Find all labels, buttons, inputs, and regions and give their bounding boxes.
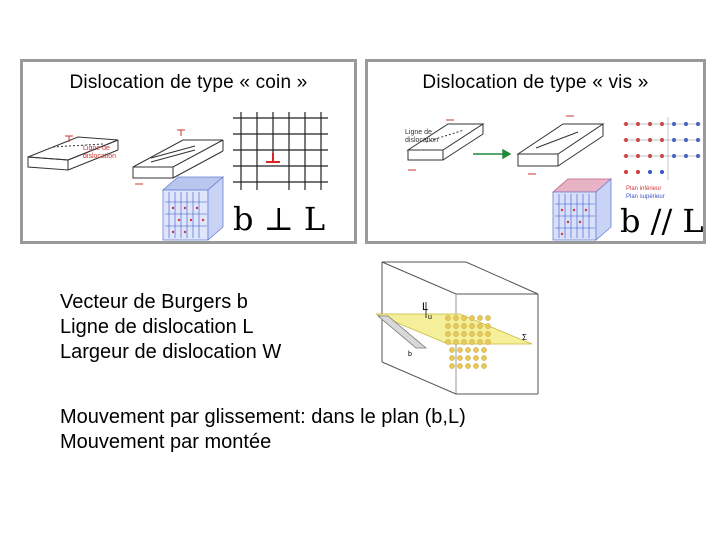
screw-sketches: Ligne de dislocation xyxy=(405,115,701,241)
slip-plane xyxy=(375,313,533,345)
screw-block-sketch-1 xyxy=(406,119,485,171)
edge-relation: b ⊥ L xyxy=(233,200,326,238)
edge-line-label-1: Ligne de xyxy=(83,145,110,152)
definition-burgers-vector: Vecteur de Burgers b xyxy=(60,291,248,313)
half-plane-strip xyxy=(376,315,428,349)
definition-dislocation-width: Largeur de dislocation W xyxy=(60,341,282,363)
figure-label-L: L xyxy=(422,301,428,313)
definition-dislocation-line: Ligne de dislocation L xyxy=(60,316,254,338)
edge-line-label-2: dislocation xyxy=(83,153,116,160)
screw-block-sketch-2 xyxy=(516,115,605,175)
motion-block: Mouvement par glissement: dans le plan (… xyxy=(60,405,466,455)
edge-sketches: Ligne de dislocation xyxy=(27,112,328,241)
figure-label-u: u xyxy=(428,314,432,321)
figure-label-b: b xyxy=(408,351,412,358)
slip-plane-figure: L u b Σ xyxy=(375,261,539,395)
screw-atom-lattice xyxy=(623,117,701,180)
definitions-block: Vecteur de Burgers b Ligne de dislocatio… xyxy=(60,290,281,365)
screw-dislocation-panel: Dislocation de type « vis » Ligne de dis… xyxy=(365,59,706,244)
screw-transition-arrow xyxy=(473,148,512,160)
screw-legend-1: Plan inférieur xyxy=(626,186,661,192)
edge-lattice-sketch xyxy=(233,112,328,190)
motion-climb: Mouvement par montée xyxy=(60,431,272,453)
edge-block-sketch-2 xyxy=(132,129,224,185)
atom-columns xyxy=(445,315,491,369)
screw-line-label-1: Ligne de xyxy=(405,129,432,136)
screw-relation: b // L xyxy=(620,202,704,240)
edge-atomic-cube xyxy=(161,176,225,241)
screw-line-label-2: dislocation xyxy=(405,137,438,144)
screw-atomic-cube xyxy=(551,178,613,241)
edge-panel-title: Dislocation de type « coin » xyxy=(69,72,308,93)
motion-glide: Mouvement par glissement: dans le plan (… xyxy=(60,406,466,428)
edge-block-sketch-1 xyxy=(27,135,119,171)
edge-dislocation-symbol xyxy=(266,153,280,163)
figure-label-sigma: Σ xyxy=(522,333,527,342)
screw-panel-title: Dislocation de type « vis » xyxy=(422,72,649,93)
screw-legend-2: Plan supérieur xyxy=(626,194,665,200)
edge-dislocation-panel: Dislocation de type « coin » Ligne de di… xyxy=(20,59,357,244)
